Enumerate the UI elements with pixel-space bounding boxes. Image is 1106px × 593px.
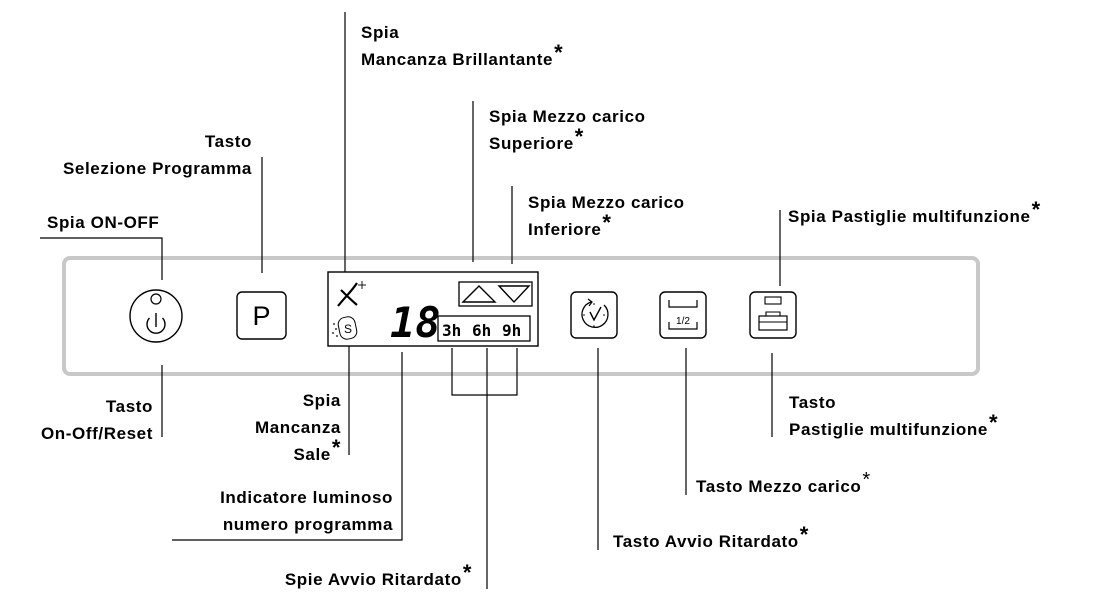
display: S 18 3h 6h 9h xyxy=(327,271,539,347)
program-button-label: P xyxy=(252,301,270,331)
label-spie-avvio: Spie Avvio Ritardato* xyxy=(284,560,472,589)
half-load-icon: 1/2 xyxy=(668,300,698,330)
program-button[interactable]: P xyxy=(236,291,287,340)
svg-text:1/2: 1/2 xyxy=(676,316,690,327)
leader-avvio-bracket xyxy=(451,348,518,396)
label-spia-pastiglie: Spia Pastiglie multifunzione* xyxy=(788,197,1041,226)
label-tasto-pastiglie: Tasto Pastiglie multifunzione* xyxy=(789,393,999,439)
half-load-lower-icon xyxy=(497,285,531,304)
tablet-led-icon xyxy=(764,296,782,305)
leader-spia-on-off xyxy=(40,237,163,280)
delay-3h: 3h xyxy=(442,321,461,340)
label-spia-sale: Spia Mancanza Sale* xyxy=(254,391,341,464)
delay-9h: 9h xyxy=(502,321,521,340)
tablet-button[interactable] xyxy=(749,291,797,339)
salt-icon: S xyxy=(332,316,358,340)
label-tasto-selezione: Tasto Selezione Programma xyxy=(62,132,252,178)
label-tasto-avvio: Tasto Avvio Ritardato* xyxy=(613,522,809,551)
program-number-digits: 18 xyxy=(390,298,441,347)
label-tasto-mezzo-carico: Tasto Mezzo carico* xyxy=(696,469,871,496)
delay-indicator: 3h 6h 9h xyxy=(437,315,531,342)
label-spia-brillantante: Spia Mancanza Brillantante* xyxy=(361,23,564,69)
power-icon xyxy=(146,313,166,334)
label-indicatore: Indicatore luminoso numero programma xyxy=(220,488,393,534)
half-load-upper-icon xyxy=(461,285,497,303)
leader-indicatore xyxy=(172,352,403,541)
delay-6h: 6h xyxy=(472,321,491,340)
leader-lines xyxy=(40,12,781,589)
label-spia-on-off: Spia ON-OFF xyxy=(47,213,160,232)
clock-icon xyxy=(581,298,609,328)
rinse-aid-icon xyxy=(337,281,366,307)
half-load-button[interactable]: 1/2 xyxy=(659,291,707,339)
svg-text:S: S xyxy=(344,322,352,336)
panel-frame xyxy=(62,256,980,376)
tablet-icon xyxy=(758,311,788,331)
on-off-led-icon xyxy=(150,293,162,305)
on-off-button[interactable] xyxy=(129,289,183,343)
label-spia-mezzo-superiore: Spia Mezzo carico Superiore* xyxy=(489,107,646,153)
label-spia-mezzo-inferiore: Spia Mezzo carico Inferiore* xyxy=(528,193,685,239)
delay-start-button[interactable] xyxy=(570,291,618,339)
label-tasto-on-off: Tasto On-Off/Reset xyxy=(40,397,153,443)
half-load-indicator xyxy=(458,281,533,307)
